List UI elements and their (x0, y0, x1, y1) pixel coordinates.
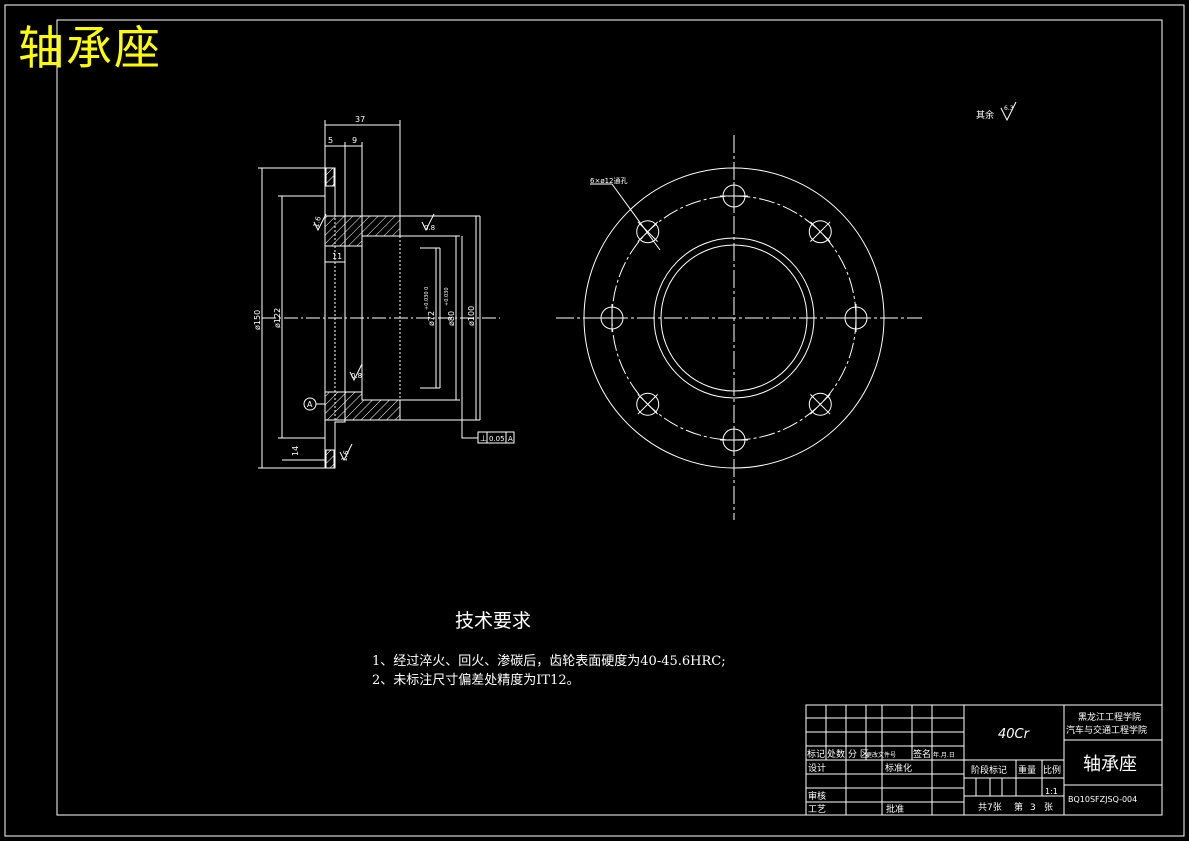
dim-bottom: 14 (291, 446, 300, 456)
drawing-number: BQ10SFZJSQ-004 (1068, 795, 1137, 804)
dim-dia-122: ø122 (273, 308, 282, 328)
dim-dia-150: ø150 (253, 310, 262, 330)
tech-requirements-heading: 技术要求 (455, 610, 532, 632)
label-zone: 分 区 (848, 749, 869, 760)
roughness-note: 其余 6.3 (976, 101, 1017, 122)
sheet-label: 第 (1014, 801, 1023, 813)
drawing-title: 轴承座 (18, 21, 162, 75)
label-stage: 阶段标记 (971, 764, 1007, 776)
roughness-note-label: 其余 (976, 109, 994, 121)
label-marks: 标记 (807, 748, 825, 760)
inner-frame (56, 19, 1163, 816)
dim-dia-100: ø100 (467, 306, 476, 326)
label-sign: 签名 (913, 748, 931, 760)
dim-overall-length: 37 (355, 115, 365, 124)
sheet-number: 3 (1030, 803, 1036, 813)
tolerance-value: 0.05 (489, 435, 505, 443)
material: 40Cr (998, 727, 1031, 742)
label-check: 审核 (808, 790, 826, 802)
dim-step: 9 (352, 136, 357, 145)
roughness-label-d: 1.6 (340, 449, 351, 462)
tech-requirements-list: 1、经过淬火、回火、渗碳后，齿轮表面硬度为40-45.6HRC; 2、未标注尺寸… (372, 652, 726, 690)
sheets-total: 共7张 (978, 802, 1002, 813)
tolerance-frame: ⊥ 0.05 A (477, 431, 515, 444)
dim-inner-step: 11 (332, 252, 342, 261)
label-doc: 更改文件号 (866, 751, 896, 759)
side-view-dimensions: 37 5 9 11 ø150 ø122 ø72 +0.030 0 ø80 +0.… (253, 115, 476, 463)
sheet-unit: 张 (1044, 802, 1053, 813)
front-view (556, 135, 922, 520)
dim-dia-72: ø72 (427, 311, 436, 326)
label-date: 年.月.日 (933, 751, 955, 759)
label-standard: 标准化 (885, 762, 912, 774)
bolt-hole (636, 392, 660, 416)
bolt-hole (808, 220, 832, 244)
label-weight: 重量 (1018, 764, 1036, 776)
title-block (805, 704, 1163, 816)
bolt-holes (598, 182, 870, 454)
school-line-1: 黑龙江工程学院 (1078, 711, 1141, 723)
dim-flange-thickness: 5 (328, 136, 333, 145)
outer-frame (4, 4, 1185, 837)
label-approve: 批准 (886, 803, 904, 815)
part-name: 轴承座 (1083, 754, 1137, 775)
dim-dia-80-tol: +0.030 (444, 287, 450, 306)
hole-callout: 6×ø12通孔 (590, 176, 628, 185)
scale-value: 1:1 (1045, 787, 1058, 796)
roughness-note-value: 6.3 (1004, 105, 1014, 112)
bolt-hole (808, 392, 832, 416)
title-block-text: 40Cr 黑龙江工程学院 汽车与交通工程学院 轴承座 BQ10SFZJSQ-00… (807, 711, 1147, 815)
datum-letter: A (307, 400, 313, 409)
tolerance-symbol: ⊥ (480, 434, 487, 443)
school-line-2: 汽车与交通工程学院 (1066, 724, 1147, 736)
tech-requirement-item: 2、未标注尺寸偏差处精度为IT12。 (372, 673, 580, 688)
label-count: 处数 (827, 748, 845, 760)
side-section-view (258, 120, 500, 469)
label-ratio: 比例 (1043, 764, 1061, 776)
roughness-label-c: 0.8 (351, 372, 362, 380)
label-process: 工艺 (808, 804, 826, 815)
tech-requirement-item: 1、经过淬火、回火、渗碳后，齿轮表面硬度为40-45.6HRC; (372, 654, 726, 669)
tolerance-datum: A (508, 435, 513, 443)
dim-dia-72-tol: +0.030 0 (424, 287, 430, 310)
roughness-label-b: 0.8 (424, 224, 435, 232)
bolt-hole (636, 220, 660, 244)
label-design: 设计 (808, 762, 826, 774)
roughness-label-a: 1.6 (312, 215, 323, 228)
dim-dia-80: ø80 (447, 311, 456, 326)
